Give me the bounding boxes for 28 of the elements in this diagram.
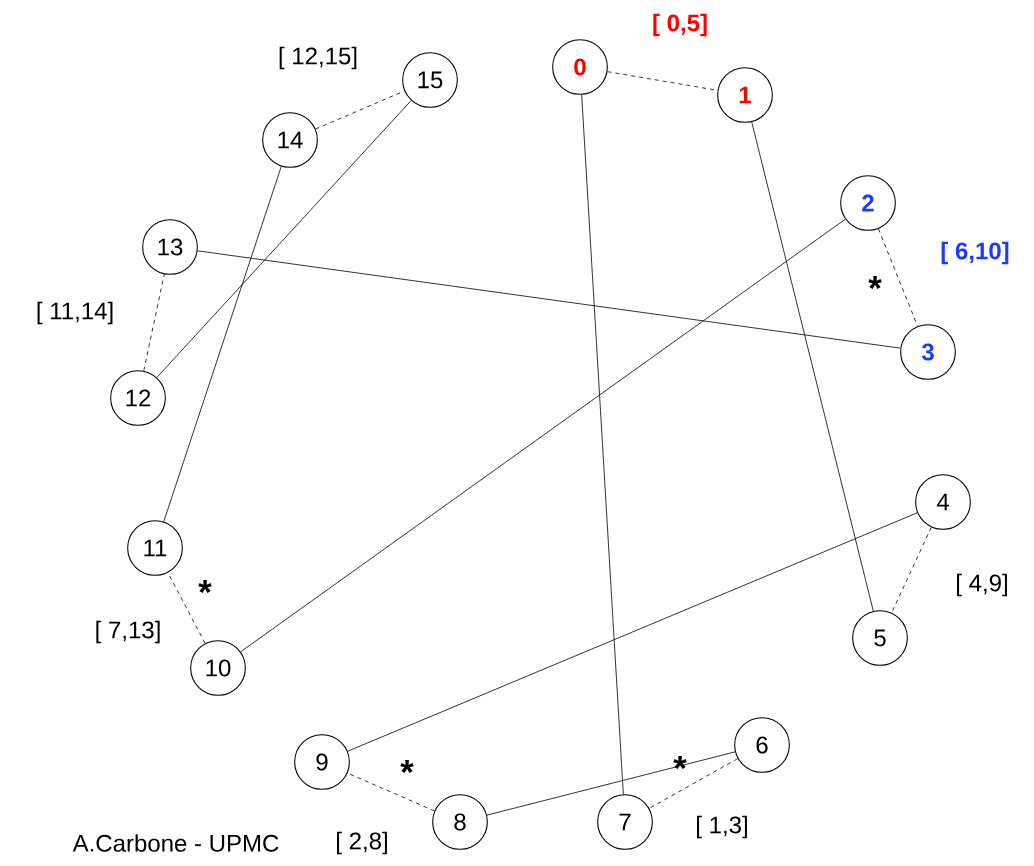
connector-line <box>240 218 846 653</box>
connector-line <box>891 526 932 614</box>
connector-line <box>167 572 206 644</box>
credit-text: A.Carbone - UPMC <box>72 834 279 852</box>
connector-line <box>581 94 624 795</box>
interval-label: [ 1,3] <box>694 814 750 840</box>
connector-line <box>163 166 282 522</box>
interval-label: [ 0,5] <box>650 12 710 38</box>
interval-label: [ 12,15] <box>276 45 360 71</box>
interval-label: [ 4,9] <box>954 572 1010 598</box>
interval-label: [ 2,8] <box>334 830 390 856</box>
connector-line <box>751 121 874 612</box>
connector-line <box>486 751 736 816</box>
asterisk-mark: * <box>868 276 882 289</box>
connector-line <box>143 273 165 372</box>
connector-line <box>878 228 918 327</box>
asterisk-mark: * <box>198 580 212 593</box>
interval-label: [ 11,14] <box>34 300 116 326</box>
interval-label: [ 6,10] <box>939 240 1011 266</box>
connector-line <box>156 100 412 378</box>
connector-line <box>347 512 918 752</box>
interval-label: [ 7,13] <box>93 619 163 645</box>
asterisk-mark: * <box>400 760 414 773</box>
connector-line <box>648 758 739 809</box>
connector-line <box>315 90 405 130</box>
asterisk-mark: * <box>673 756 687 769</box>
connector-line <box>197 250 901 349</box>
connector-line <box>347 772 435 812</box>
